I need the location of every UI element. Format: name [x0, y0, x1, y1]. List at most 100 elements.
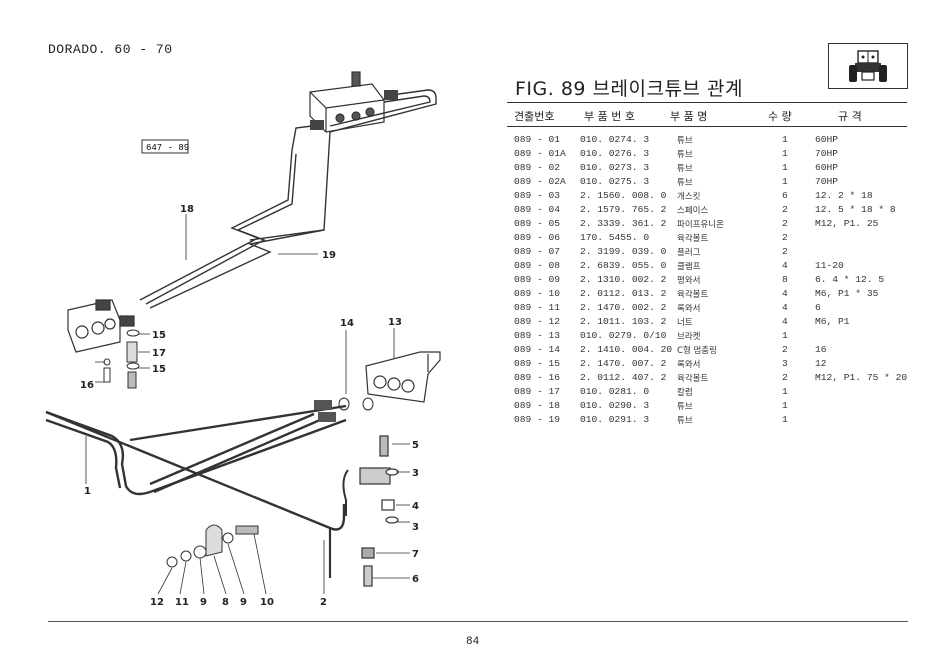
cell-part-name: 육각볼트 — [677, 374, 709, 384]
column-head-ref: 견출번호 — [514, 110, 555, 123]
cell-part-no: 2. 3339. 361. 2 — [580, 218, 667, 229]
cell-part-no: 010. 0274. 3 — [580, 134, 650, 145]
cell-qty: 1 — [782, 148, 788, 159]
cell-ref: 089 - 11 — [514, 302, 561, 313]
cell-qty: 4 — [782, 288, 788, 299]
cell-part-name: 개스킷 — [677, 192, 701, 202]
cell-spec: 6. 4 * 12. 5 — [815, 274, 885, 285]
tube-fitting-top — [310, 120, 324, 130]
cell-part-name: 클램프 — [677, 262, 701, 272]
cell-spec: 70HP — [815, 176, 839, 187]
cell-ref: 089 - 10 — [514, 288, 561, 299]
cell-part-no: 010. 0276. 3 — [580, 148, 650, 159]
cell-qty: 2 — [782, 232, 788, 243]
brake-valve-block — [309, 71, 385, 133]
tube-pair-upper — [139, 89, 437, 309]
bracket-13 — [365, 351, 441, 403]
cell-part-name: 튜브 — [677, 402, 693, 412]
footer-rule — [48, 621, 908, 622]
cell-qty: 1 — [782, 330, 788, 341]
tractor-front-icon — [849, 50, 887, 82]
cell-part-no: 2. 0112. 013. 2 — [580, 288, 667, 299]
cell-part-no: 2. 3199. 039. 0 — [580, 246, 667, 257]
callout-9b: 9 — [240, 597, 247, 608]
callout-9a: 9 — [200, 597, 207, 608]
column-head-spec: 규 격 — [838, 110, 862, 123]
cell-part-no: 010. 0275. 3 — [580, 176, 650, 187]
cell-part-no: 2. 0112. 407. 2 — [580, 372, 667, 383]
ref-box-label: 647 - 89 — [146, 143, 189, 153]
cell-spec: 12 — [815, 358, 827, 369]
callout-3b: 3 — [412, 522, 419, 533]
cell-qty: 1 — [782, 386, 788, 397]
cell-qty: 4 — [782, 260, 788, 271]
callout-19: 19 — [322, 250, 336, 261]
cell-ref: 089 - 13 — [514, 330, 561, 341]
cell-spec: 12. 2 * 18 — [815, 190, 873, 201]
cell-ref: 089 - 15 — [514, 358, 561, 369]
hardware-group-15-17-16 — [103, 329, 140, 389]
callout-4: 4 — [412, 501, 419, 512]
cell-part-no: 2. 1410. 004. 20 — [580, 344, 673, 355]
union-fittings-right — [342, 435, 399, 587]
brake-manifold-lower — [67, 299, 135, 353]
cell-ref: 089 - 05 — [514, 218, 561, 229]
cell-spec: M12, P1. 25 — [815, 218, 879, 229]
cell-spec: M6, P1 * 35 — [815, 288, 879, 299]
cell-ref: 089 - 09 — [514, 274, 561, 285]
cell-ref: 089 - 06 — [514, 232, 561, 243]
cell-spec: M12, P1. 75 * 20 — [815, 372, 908, 383]
cell-qty: 8 — [782, 274, 788, 285]
column-head-part-no: 부 품 번 호 — [584, 110, 635, 123]
callout-14: 14 — [340, 318, 354, 329]
cell-ref: 089 - 14 — [514, 344, 561, 355]
clamp-hardware-bottom — [166, 524, 259, 568]
callout-18: 18 — [180, 204, 194, 215]
callout-15b: 15 — [152, 364, 166, 375]
callout-11: 11 — [175, 597, 189, 608]
cell-part-name: 브라켓 — [677, 332, 701, 342]
cell-part-no: 010. 0290. 3 — [580, 400, 650, 411]
cell-qty: 1 — [782, 414, 788, 425]
cell-ref: 089 - 02 — [514, 162, 561, 173]
callout-1: 1 — [84, 486, 91, 497]
cell-spec: 60HP — [815, 162, 839, 173]
cell-qty: 2 — [782, 344, 788, 355]
cell-part-no: 2. 1470. 002. 2 — [580, 302, 667, 313]
cell-qty: 2 — [782, 204, 788, 215]
cell-ref: 089 - 16 — [514, 372, 561, 383]
callout-8: 8 — [222, 597, 229, 608]
cell-part-name: 튜브 — [677, 178, 693, 188]
column-head-part-name: 부 품 명 — [670, 110, 708, 123]
cell-qty: 6 — [782, 190, 788, 201]
cell-part-name: 튜브 — [677, 150, 693, 160]
callout-3a: 3 — [412, 468, 419, 479]
callout-17: 17 — [152, 348, 166, 359]
cell-ref: 089 - 01A — [514, 148, 566, 159]
table-header-rule-bottom — [507, 126, 907, 127]
cell-ref: 089 - 17 — [514, 386, 561, 397]
cell-spec: 60HP — [815, 134, 839, 145]
cell-qty: 1 — [782, 134, 788, 145]
cell-spec: 6 — [815, 302, 821, 313]
cell-qty: 4 — [782, 316, 788, 327]
cell-part-name: 록와서 — [677, 360, 701, 370]
cell-part-no: 2. 1310. 002. 2 — [580, 274, 667, 285]
cell-part-name: 파이프유니온 — [677, 220, 724, 230]
callout-10: 10 — [260, 597, 274, 608]
